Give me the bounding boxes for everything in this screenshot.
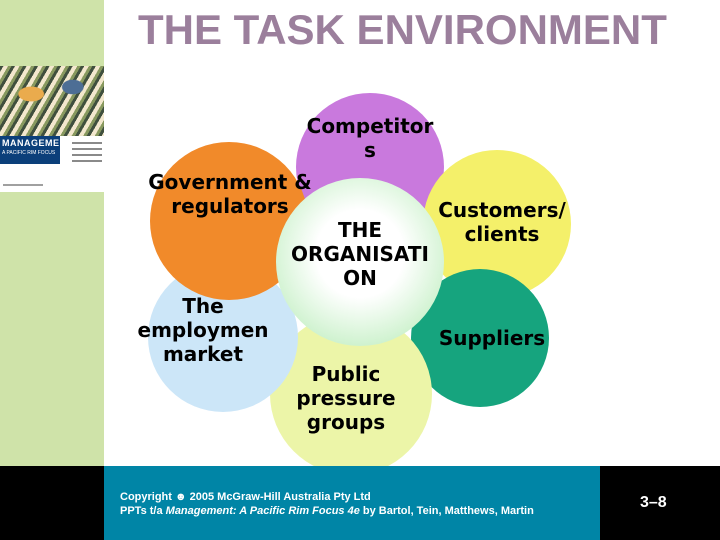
copyright-line-2: PPTs t/a Management: A Pacific Rim Focus… xyxy=(120,504,534,518)
public-pressure-label: Public pressure groups xyxy=(296,362,396,434)
cover-brand-subtitle: A PACIFIC RIM FOCUS xyxy=(2,150,56,156)
butterfly-wing-artwork xyxy=(0,66,104,136)
copyright-line-1: Copyright ☻ 2005 McGraw-Hill Australia P… xyxy=(120,491,371,503)
organisation-center-circle xyxy=(276,178,444,346)
sidebar-top xyxy=(0,0,104,66)
copyright-text: Copyright ☻ 2005 McGraw-Hill Australia P… xyxy=(120,490,534,518)
cover-brand-title: MANAGEMENT xyxy=(2,138,73,148)
employment-market-label: The employmen market xyxy=(137,294,269,366)
slide-title: THE TASK ENVIRONMENT xyxy=(138,6,667,53)
organisation-label: THE ORGANISATI ON xyxy=(291,218,429,290)
book-title-italic: Management: A Pacific Rim Focus 4e xyxy=(165,505,360,517)
copyright-line-2-pre: PPTs t/a xyxy=(120,505,166,517)
customers-label: Customers/ clients xyxy=(438,198,566,246)
footer-copyright-box xyxy=(104,466,600,540)
cover-author-lines xyxy=(72,142,102,166)
cover-brand-banner xyxy=(0,136,60,164)
cover-publisher-line xyxy=(3,184,43,186)
suppliers-label: Suppliers xyxy=(438,326,546,350)
book-cover-image: MANAGEMENT A PACIFIC RIM FOCUS 4e xyxy=(0,66,104,192)
cover-edition: 4e xyxy=(62,152,69,158)
government-label: Government & regulators xyxy=(148,170,312,218)
copyright-line-2-post: by Bartol, Tein, Matthews, Martin xyxy=(359,505,534,517)
competitors-label: Competitor s xyxy=(306,114,434,162)
slide-number: 3–8 xyxy=(640,494,667,511)
